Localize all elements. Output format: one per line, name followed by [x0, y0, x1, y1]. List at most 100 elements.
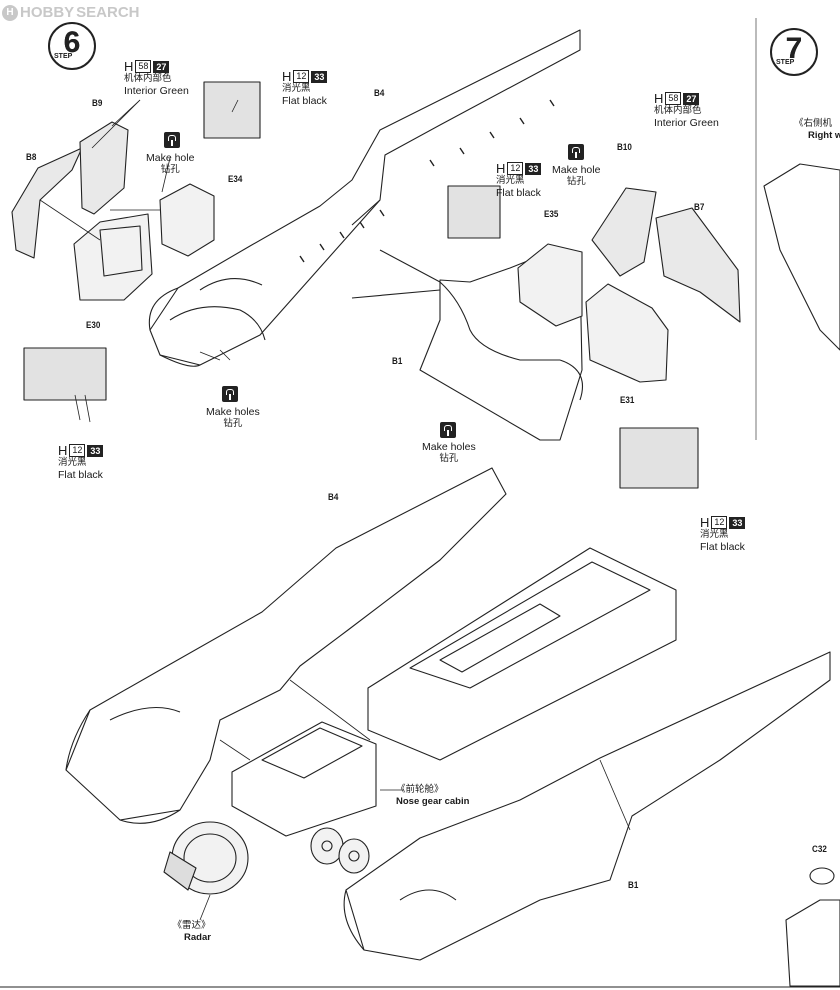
- paint-name-en: Flat black: [700, 541, 745, 553]
- part-label-b9: B9: [92, 98, 103, 109]
- step-7-label: STEP: [776, 59, 795, 66]
- step-6-label: STEP: [54, 53, 73, 60]
- part-label-b1-top: B1: [392, 356, 403, 367]
- radar-en: Radar: [184, 932, 211, 943]
- decal-sheet-2: [23, 347, 107, 401]
- drill-icon: [222, 386, 238, 402]
- nose-gear-cabin: [231, 721, 377, 837]
- make-holes-cn: 钻孔: [439, 453, 459, 464]
- paint-name-cn: 消光黑: [496, 175, 525, 186]
- paint-name-cn: 消光黑: [58, 457, 87, 468]
- watermark-text-hobby: HOBBY: [20, 4, 75, 21]
- console-e30-detail: [99, 225, 143, 277]
- step-6-badge: 6 STEP: [48, 22, 96, 70]
- paint-prefix: H: [58, 442, 68, 458]
- make-hole-en: Make hole: [146, 152, 195, 164]
- fuselage-left-half-ticks: [299, 99, 555, 263]
- paint-code: 12: [711, 516, 728, 529]
- part-label-e30: E30: [86, 320, 101, 331]
- make-hole-en: Make hole: [552, 164, 601, 176]
- make-holes-callout-1: Make holes 钻孔: [206, 406, 260, 430]
- fuselage-left-half-bottom: [65, 467, 507, 824]
- panel-b7: [655, 207, 741, 323]
- part-label-b10: B10: [617, 142, 632, 153]
- cockpit-tub-bottom: [367, 547, 677, 761]
- paint-name-en: Flat black: [282, 95, 327, 107]
- leader-lines-bottom: [199, 679, 631, 921]
- paint-prefix: H: [282, 68, 292, 84]
- part-label-e35: E35: [544, 209, 559, 220]
- drill-icon: [568, 144, 584, 160]
- make-hole-callout-2: Make hole 钻孔: [552, 164, 600, 188]
- fuselage-left-half-top: [148, 29, 581, 367]
- step-6-number: 6: [63, 26, 81, 59]
- step-7-number: 7: [785, 32, 803, 65]
- part-label-c32: C32: [812, 844, 827, 855]
- paint-name-en: Interior Green: [654, 117, 719, 129]
- step-7-badge: 7 STEP: [770, 28, 818, 76]
- box-e34: [159, 183, 215, 257]
- paint-ref: 27: [683, 92, 700, 105]
- paint-ref: 33: [87, 444, 104, 457]
- part-label-b4-bottom: B4: [328, 492, 339, 503]
- paint-ref: 27: [153, 60, 170, 73]
- part-label-b7: B7: [694, 202, 705, 213]
- paint-name-en: Flat black: [58, 469, 103, 481]
- part-label-e34: E34: [228, 174, 243, 185]
- paint-code: 58: [665, 92, 682, 105]
- step7-nose-partial: [785, 899, 840, 987]
- paint-ref: 33: [525, 162, 542, 175]
- paint-code: 12: [293, 70, 310, 83]
- radar-unit: [163, 821, 249, 895]
- paint-code: 12: [69, 444, 86, 457]
- box-e35: [517, 243, 583, 327]
- make-holes-en: Make holes: [206, 406, 260, 418]
- paint-name-cn: 机体内部色: [654, 105, 702, 116]
- paint-prefix: H: [654, 90, 664, 106]
- make-holes-en: Make holes: [422, 441, 476, 453]
- radar-cn: 《雷达》: [172, 920, 211, 931]
- make-hole-cn: 钻孔: [160, 164, 180, 175]
- decal-sheet-3: [447, 185, 501, 239]
- paint-name-en: Interior Green: [124, 85, 189, 97]
- right-wing-callout: 《右侧机 Right wi: [794, 118, 840, 142]
- paint-ref: 33: [311, 70, 328, 83]
- paint-prefix: H: [496, 160, 506, 176]
- paint-ref: 33: [729, 516, 746, 529]
- make-hole-cn: 钻孔: [566, 176, 586, 187]
- nose-gear-cabin-cn: 《前轮舱》: [396, 784, 444, 795]
- make-hole-callout-1: Make hole 钻孔: [146, 152, 194, 176]
- panel-b8: [11, 147, 83, 259]
- part-label-b1-bottom: B1: [628, 880, 639, 891]
- watermark-logo-icon: H: [2, 4, 18, 21]
- radar-callout: 《雷达》 Radar: [172, 920, 211, 944]
- make-holes-callout-2: Make holes 钻孔: [422, 441, 476, 465]
- paint-code: 58: [135, 60, 152, 73]
- step7-wing-partial: [763, 163, 840, 351]
- right-wing-en: Right wi: [808, 130, 840, 141]
- console-e31: [585, 283, 669, 383]
- panel-b10: [591, 187, 657, 277]
- part-label-b8: B8: [26, 152, 37, 163]
- decal-sheet-4: [619, 427, 699, 489]
- watermark-text-search: SEARCH: [76, 4, 140, 21]
- nose-gear-cabin-callout: 《前轮舱》 Nose gear cabin: [396, 784, 469, 808]
- part-label-b4-top: B4: [374, 88, 385, 99]
- nose-gear-cabin-en: Nose gear cabin: [396, 796, 470, 807]
- make-holes-cn: 钻孔: [223, 418, 243, 429]
- right-wing-cn: 《右侧机: [794, 118, 833, 129]
- paint-name-en: Flat black: [496, 187, 541, 199]
- paint-name-cn: 机体内部色: [124, 73, 172, 84]
- nose-gear-wheels: [310, 827, 370, 874]
- drill-icon: [164, 132, 180, 148]
- leader-lines-step6: [39, 99, 239, 423]
- paint-prefix: H: [700, 514, 710, 530]
- drill-icon: [440, 422, 456, 438]
- panel-b9: [79, 121, 129, 215]
